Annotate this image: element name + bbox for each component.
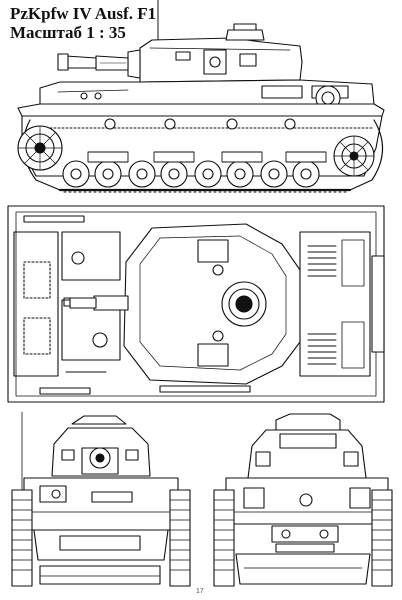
- rear-view: [213, 413, 393, 587]
- idler-wheel: [333, 135, 375, 177]
- top-view: [7, 205, 385, 403]
- front-view: [11, 411, 191, 587]
- title-scale: Масштаб 1 : 35: [10, 23, 126, 42]
- drive-sprocket: [17, 125, 63, 171]
- side-view: [17, 0, 385, 193]
- road-wheels: [62, 160, 320, 188]
- title-model: PzKpfw IV Ausf. F1: [10, 4, 157, 23]
- commander-cupola: [221, 281, 267, 327]
- title-block: PzKpfw IV Ausf. F1 Масштаб 1 : 35: [10, 4, 156, 42]
- page-number: 17: [196, 588, 204, 595]
